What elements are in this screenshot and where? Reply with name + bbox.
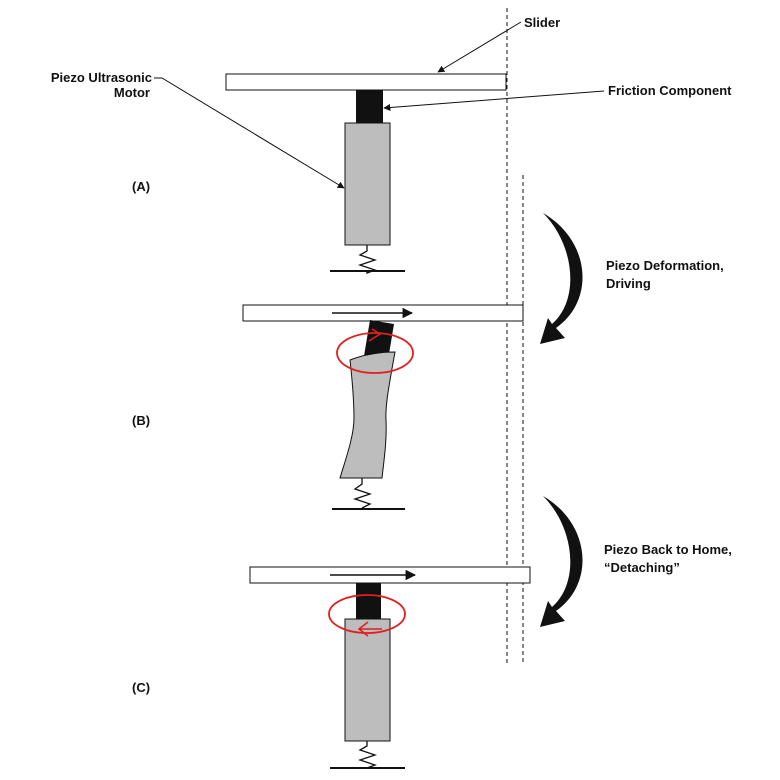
stage-label-c: (C)	[132, 680, 150, 695]
friction-component-a	[356, 90, 383, 123]
slider-label: Slider	[524, 15, 560, 30]
friction-component-b	[364, 320, 394, 360]
piezo-element-c	[344, 618, 391, 742]
friction-leader	[383, 90, 605, 112]
curved-arrow-deformation-icon	[540, 213, 583, 344]
stage-label-a: (A)	[132, 179, 150, 194]
stage-c	[249, 566, 531, 769]
friction-component-c	[356, 583, 381, 619]
deformation-label-line2: Driving	[606, 276, 651, 291]
spring-b	[352, 478, 373, 509]
contact-highlight-b	[336, 332, 414, 374]
contact-highlight-c	[328, 594, 406, 634]
stage-label-b: (B)	[132, 413, 150, 428]
stage-a	[225, 73, 507, 274]
deformation-label-line1: Piezo Deformation,	[606, 258, 724, 273]
home-label-line1: Piezo Back to Home,	[604, 542, 732, 557]
curved-arrow-home-icon	[540, 496, 583, 627]
slider-leader	[437, 21, 522, 73]
spring-a	[357, 245, 378, 274]
piezo-element-b-deformed	[339, 351, 396, 479]
spring-c	[357, 741, 378, 769]
friction-label: Friction Component	[608, 83, 732, 98]
motor-leader	[154, 77, 345, 189]
stage-b	[242, 304, 524, 510]
piezo-element-a	[344, 122, 391, 246]
home-label-line2: “Detaching”	[604, 560, 680, 575]
motor-label-line1: Piezo Ultrasonic	[51, 70, 152, 85]
slider-bar-a	[225, 73, 507, 91]
motor-label-line2: Motor	[114, 85, 150, 100]
